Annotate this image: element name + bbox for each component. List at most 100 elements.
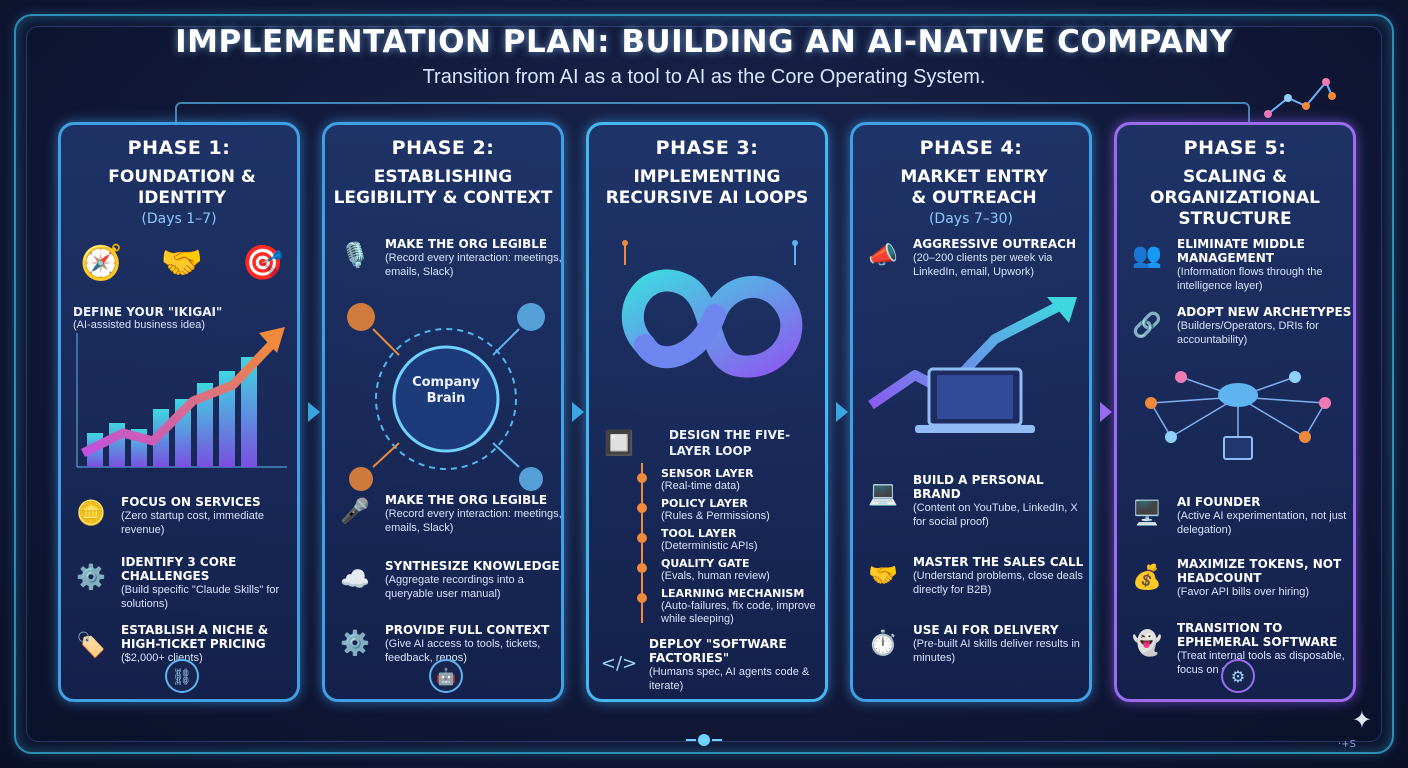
growth-chart-icon [76, 327, 287, 468]
phase-name: ESTABLISHING LEGIBILITY & CONTEXT [333, 167, 553, 208]
item-desc: (Record every interaction: meetings, ema… [385, 508, 562, 534]
page-title: IMPLEMENTATION PLAN: BUILDING AN AI-NATI… [175, 24, 1233, 60]
handshake-icon: 🤝 [160, 243, 204, 283]
item-desc: (Give AI access to tools, tickets, feedb… [385, 638, 541, 664]
item-desc: (Build specific "Claude Skills" for solu… [121, 584, 280, 610]
robot-icon: 🤖 [429, 659, 463, 693]
item-desc: (Zero startup cost, immediate revenue) [121, 510, 265, 536]
gear-icon: ⚙ [1221, 659, 1255, 693]
layer-title: SENSOR LAYER [661, 467, 754, 480]
layer-title: QUALITY GATE [661, 557, 750, 570]
layer-title: TOOL LAYER [661, 527, 737, 540]
phase-4-item-2: BUILD A PERSONAL BRAND (Content on YouTu… [913, 473, 1091, 529]
item-title: PROVIDE FULL CONTEXT [385, 623, 550, 637]
ikigai-title: DEFINE YOUR "IKIGAI" [73, 305, 223, 319]
phase-days: (Days 1–7) [141, 211, 217, 227]
item-title: TRANSITION TO EPHEMERAL SOFTWARE [1177, 621, 1338, 649]
price-tag-icon: 🏷️ [76, 631, 106, 659]
phase-2-item-2: MAKE THE ORG LEGIBLE (Record every inter… [385, 493, 563, 535]
item-title: AI FOUNDER [1177, 495, 1261, 509]
deploy-item: DEPLOY "SOFTWARE FACTORIES" (Humans spec… [649, 637, 827, 693]
phase-1-item-2: IDENTIFY 3 CORE CHALLENGES (Build specif… [121, 555, 299, 611]
design-loop-title: DESIGN THE FIVE-LAYER LOOP [669, 428, 791, 458]
bottom-deco-icon [686, 734, 722, 746]
phase-label: PHASE 5: [1183, 137, 1287, 159]
clock-icon: ⏱️ [868, 629, 898, 657]
arrow-icon-2-3 [572, 402, 584, 422]
phase-label: PHASE 1: [127, 137, 231, 159]
laptop-icon: 💻 [868, 479, 898, 507]
arrow-icon-4-5 [1100, 402, 1112, 422]
item-desc: (Aggregate recordings into a queryable u… [385, 574, 524, 600]
gears-icon: ⚙️ [340, 629, 370, 657]
arrow-icon-3-4 [836, 402, 848, 422]
layer-desc: (Evals, human review) [661, 570, 770, 582]
phase-name: SCALING & ORGANIZATIONAL STRUCTURE [1150, 167, 1320, 229]
phase-5-item-1: ELIMINATE MIDDLE MANAGEMENT (Information… [1177, 237, 1355, 293]
layer-dot [637, 563, 647, 573]
microphone-icon: 🎙️ [340, 241, 370, 269]
layer-quality-gate: QUALITY GATE (Evals, human review) [661, 557, 829, 583]
item-title: SYNTHESIZE KNOWLEDGE [385, 559, 560, 573]
ghost-icon: 👻 [1132, 629, 1162, 657]
item-title: IDENTIFY 3 CORE CHALLENGES [121, 555, 237, 583]
ikigai-block: DEFINE YOUR "IKIGAI" (AI-assisted busine… [73, 305, 293, 331]
layer-desc: (Rules & Permissions) [661, 510, 770, 522]
item-desc: (Information flows through the intellige… [1177, 266, 1323, 292]
item-desc: (Treat internal tools as disposable, foc… [1177, 650, 1345, 676]
layer-tool: TOOL LAYER (Deterministic APIs) [661, 527, 829, 553]
phase-1-icon-row: 🧭 🤝 🎯 [61, 243, 303, 283]
handshake-icon: 🤝 [868, 561, 898, 589]
item-title: MASTER THE SALES CALL [913, 555, 1084, 569]
people-icon: 👥 [1132, 241, 1162, 269]
item-title: MAXIMIZE TOKENS, NOT HEADCOUNT [1177, 557, 1342, 585]
item-desc: (Understand problems, close deals direct… [913, 570, 1083, 596]
sparkle-icon: ✦ [1351, 706, 1372, 734]
laptop-growth-icon [868, 297, 1077, 433]
item-desc: (Content on YouTube, LinkedIn, X for soc… [913, 502, 1078, 528]
layer-dot [637, 473, 647, 483]
infinity-loop-icon [621, 240, 803, 378]
item-title: ADOPT NEW ARCHETYPES [1177, 305, 1352, 319]
phase-5-card: PHASE 5: SCALING & ORGANIZATIONAL STRUCT… [1114, 122, 1356, 702]
phase-4-item-1: AGGRESSIVE OUTREACH (20–200 clients per … [913, 237, 1091, 279]
compass-icon: 🧭 [80, 243, 123, 283]
item-desc: (Active AI experimentation, not just del… [1177, 510, 1347, 536]
ikigai-desc: (AI-assisted business idea) [73, 319, 206, 331]
coins-icon: 🪙 [76, 499, 106, 527]
phase-2-item-3: SYNTHESIZE KNOWLEDGE (Aggregate recordin… [385, 559, 563, 601]
layer-dot [637, 593, 647, 603]
phase-5-item-4: MAXIMIZE TOKENS, NOT HEADCOUNT (Favor AP… [1177, 557, 1355, 599]
monitor-code-icon: 🖥️ [1132, 499, 1162, 527]
phase-3-card: PHASE 3: IMPLEMENTING RECURSIVE AI LOOPS… [586, 122, 828, 702]
chip-icon: 🔲 [604, 429, 634, 457]
outer-frame [14, 14, 1394, 754]
phase-name: FOUNDATION & IDENTITY [108, 167, 256, 208]
item-desc: (Pre-built AI skills deliver results in … [913, 638, 1080, 664]
link-icon: ⛓ [165, 659, 199, 693]
layer-policy: POLICY LAYER (Rules & Permissions) [661, 497, 829, 523]
item-title: MAKE THE ORG LEGIBLE [385, 493, 548, 507]
phase-1-card: PHASE 1: FOUNDATION & IDENTITY (Days 1–7… [58, 122, 300, 702]
item-title: USE AI FOR DELIVERY [913, 623, 1059, 637]
arrow-icon-1-2 [308, 402, 320, 422]
item-desc: (Record every interaction: meetings, ema… [385, 252, 562, 278]
item-title: FOCUS ON SERVICES [121, 495, 261, 509]
phase-label: PHASE 3: [655, 137, 759, 159]
layer-title: POLICY LAYER [661, 497, 748, 510]
item-desc: (20–200 clients per week via LinkedIn, e… [913, 252, 1053, 278]
item-title: MAKE THE ORG LEGIBLE [385, 237, 548, 251]
phase-5-item-2: ADOPT NEW ARCHETYPES (Builders/Operators… [1177, 305, 1355, 347]
layer-desc: (Real-time data) [661, 480, 740, 492]
top-connector-line [175, 102, 1250, 122]
item-desc: (Builders/Operators, DRIs for accountabi… [1177, 320, 1319, 346]
cloud-lock-icon: ☁️ [340, 565, 370, 593]
page-subtitle: Transition from AI as a tool to AI as th… [422, 66, 986, 88]
item-desc: (Humans spec, AI agents code & iterate) [649, 666, 810, 692]
money-bag-icon: 💰 [1132, 563, 1162, 591]
phase-name: IMPLEMENTING RECURSIVE AI LOOPS [605, 167, 809, 208]
phase-label: PHASE 2: [391, 137, 495, 159]
phase-2-item-1: MAKE THE ORG LEGIBLE (Record every inter… [385, 237, 563, 279]
item-title: DEPLOY "SOFTWARE FACTORIES" [649, 637, 787, 665]
layer-dot [637, 503, 647, 513]
